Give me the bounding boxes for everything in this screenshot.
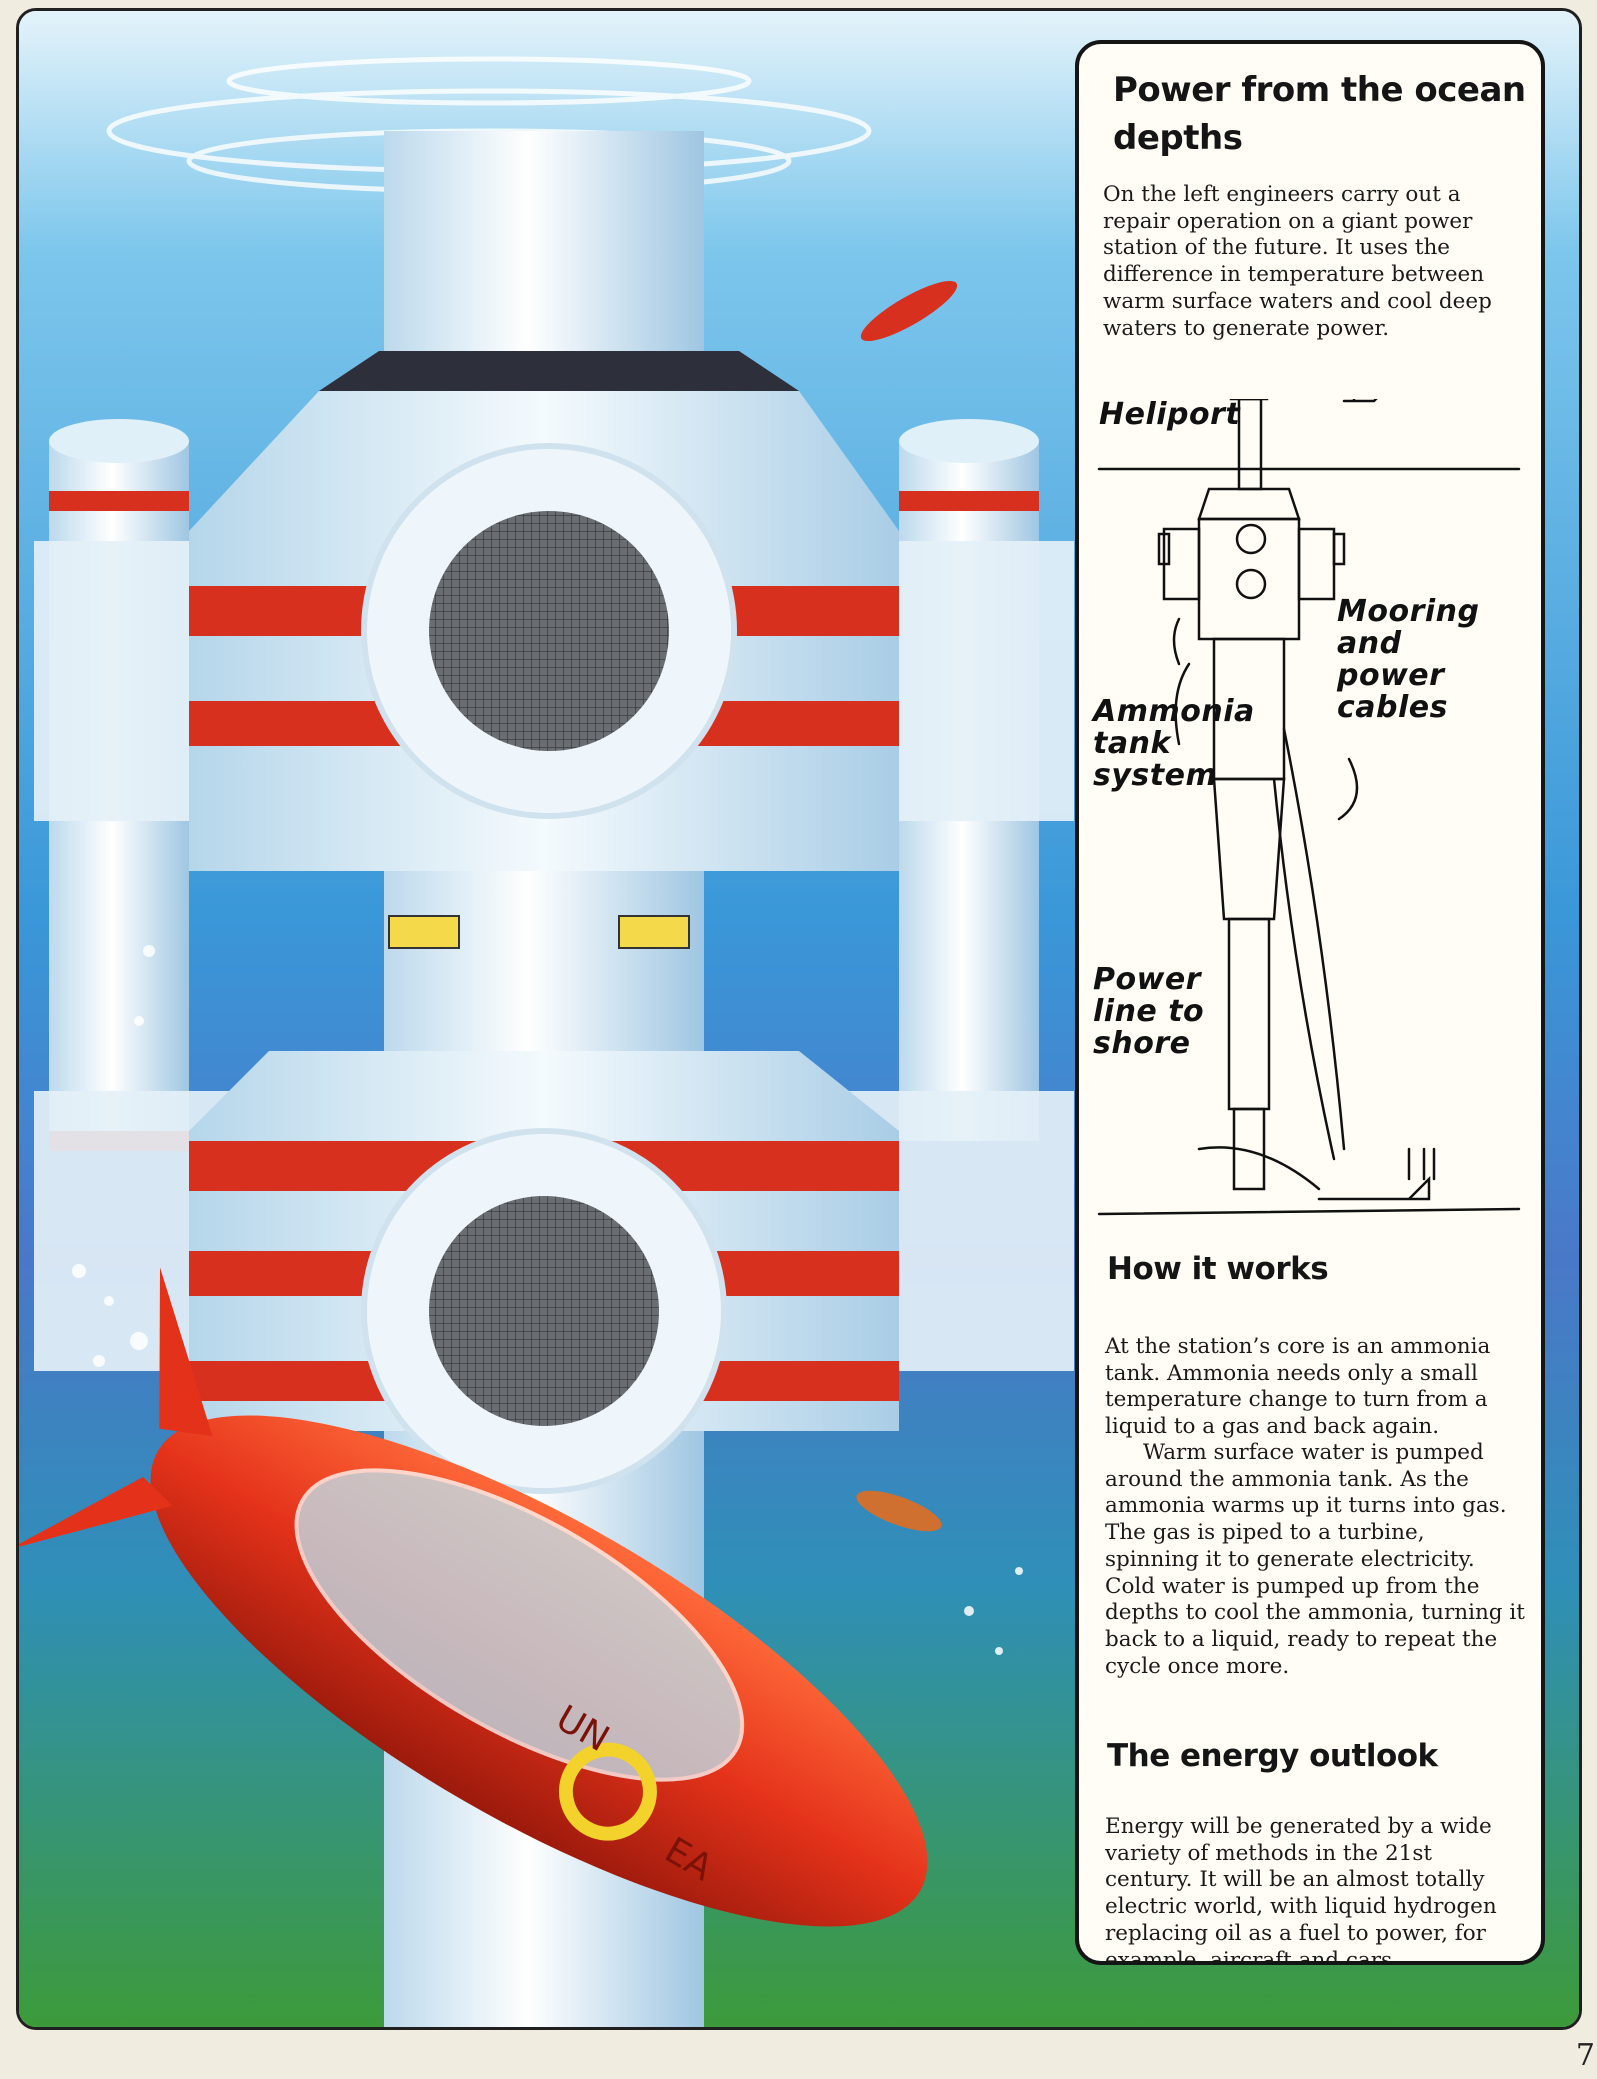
label-ammonia-tank: Ammonia tank system [1093,694,1255,793]
intro-paragraph: On the left engineers carry out a repair… [1103,182,1492,341]
page-number: 7 [1575,2038,1595,2073]
how-it-works-paragraph-2: Warm surface water is pumped around the … [1105,1440,1525,1679]
label-heliport: Heliport [1099,399,1241,432]
station-diagram: Heliport [1097,399,1521,1216]
section-title-energy-outlook: The energy outlook [1107,1738,1438,1774]
text-panel: Power from the ocean depths On the left … [1075,40,1545,1965]
label-mooring-cables: Mooring and power cables [1337,594,1480,725]
page-title: Power from the ocean depths [1113,70,1526,158]
label-power-line: Power line to shore [1093,962,1205,1061]
how-it-works-paragraph-1: At the station’s core is an ammonia tank… [1105,1334,1491,1440]
energy-outlook-paragraph: Energy will be generated by a wide varie… [1105,1814,1497,1965]
section-title-how-it-works: How it works [1107,1251,1329,1287]
